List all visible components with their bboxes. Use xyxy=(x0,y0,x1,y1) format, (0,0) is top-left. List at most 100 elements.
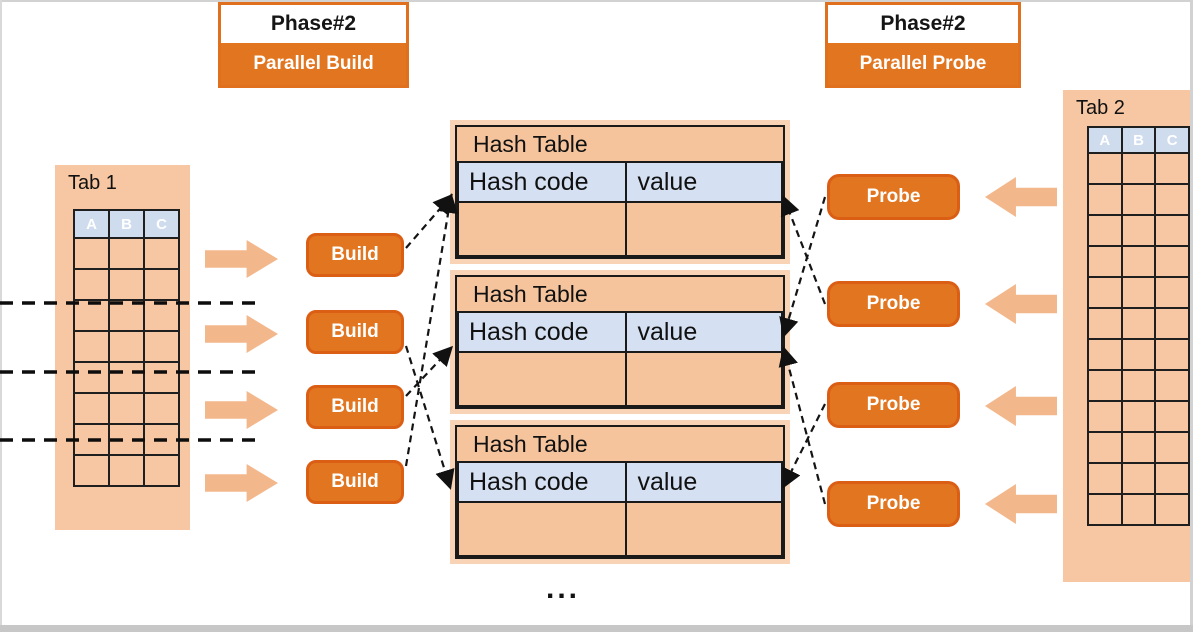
flow-arrow-left-icon xyxy=(985,177,1057,217)
hash-table-2-grid: Hash code value xyxy=(456,311,783,407)
table-cell xyxy=(1154,276,1190,309)
table-cell xyxy=(108,361,145,394)
hash-table-1-title: Hash Table xyxy=(473,130,588,157)
table-cell xyxy=(1154,400,1190,433)
table-cell xyxy=(1154,338,1190,371)
table-row xyxy=(73,299,180,332)
table-cell xyxy=(1154,462,1190,495)
column-header: C xyxy=(1154,126,1190,154)
table-cell xyxy=(1087,152,1123,185)
decorative-border xyxy=(0,0,2,632)
table-cell xyxy=(1120,462,1157,495)
table-cell xyxy=(143,268,180,301)
hash-table-1-grid: Hash code value xyxy=(456,161,783,257)
probe-button-1: Probe xyxy=(827,174,960,220)
table-cell xyxy=(143,423,180,456)
table-cell xyxy=(143,454,180,487)
column-header: B xyxy=(1120,126,1157,154)
column-header: C xyxy=(143,209,180,239)
probe-button-2: Probe xyxy=(827,281,960,327)
table-cell xyxy=(143,392,180,425)
table-row xyxy=(1087,431,1190,464)
hash-table-3-title: Hash Table xyxy=(473,430,588,457)
table-cell xyxy=(1120,369,1157,402)
flow-arrow-left-icon xyxy=(985,284,1057,324)
build-button-4: Build xyxy=(306,460,404,504)
table-row xyxy=(1087,214,1190,247)
table-cell xyxy=(1087,462,1123,495)
table-cell xyxy=(73,237,110,270)
phase-probe-box: Phase#2 Parallel Probe xyxy=(825,2,1021,88)
table-cell xyxy=(456,501,628,557)
connector-probe-3-to-ht3-right xyxy=(782,403,826,489)
table-cell xyxy=(1087,369,1123,402)
table-row xyxy=(1087,493,1190,526)
decorative-border xyxy=(1190,0,1193,632)
phase-probe-label: Parallel Probe xyxy=(828,43,1018,85)
table-cell xyxy=(108,330,145,363)
table-cell xyxy=(143,299,180,332)
table-cell xyxy=(1087,431,1123,464)
column-header: B xyxy=(108,209,145,239)
table-row xyxy=(73,361,180,394)
table-cell xyxy=(108,268,145,301)
phase-probe-title: Phase#2 xyxy=(828,5,1018,43)
table-row xyxy=(1087,369,1190,402)
table-row xyxy=(73,454,180,487)
hash-code-header: Hash code xyxy=(456,161,628,203)
table-row xyxy=(1087,462,1190,495)
column-header: A xyxy=(73,209,110,239)
table-cell xyxy=(1154,183,1190,216)
table-cell xyxy=(108,299,145,332)
connector-probe-2-to-ht1-right xyxy=(780,195,827,305)
table-cell xyxy=(108,423,145,456)
probe-button-4: Probe xyxy=(827,481,960,527)
table-row xyxy=(73,392,180,425)
table-cell xyxy=(1087,183,1123,216)
connector-probe-4-to-ht2-right-lower xyxy=(778,346,827,505)
flow-arrow-right-icon xyxy=(205,240,278,278)
hash-table-3: Hash Table Hash code value xyxy=(450,420,790,564)
table-cell xyxy=(73,392,110,425)
table-cell xyxy=(1087,493,1123,526)
table-cell xyxy=(1087,214,1123,247)
build-button-3: Build xyxy=(306,385,404,429)
table-cell xyxy=(1120,152,1157,185)
connector-build-4-to-ht1-left xyxy=(404,193,458,467)
hash-code-header: Hash code xyxy=(456,461,628,503)
table-cell xyxy=(143,330,180,363)
table-cell xyxy=(73,330,110,363)
flow-arrow-right-icon xyxy=(205,315,278,353)
hash-table-row xyxy=(456,201,783,257)
table-cell xyxy=(1087,338,1123,371)
table-cell xyxy=(108,392,145,425)
flow-arrow-left-icon xyxy=(985,386,1057,426)
table-row xyxy=(73,330,180,363)
table-row xyxy=(1087,276,1190,309)
flow-arrow-left-icon xyxy=(985,484,1057,524)
tab2-title: Tab 2 xyxy=(1076,97,1125,119)
table-cell xyxy=(1120,245,1157,278)
table-cell xyxy=(108,237,145,270)
table-row xyxy=(73,268,180,301)
hash-table-2-title: Hash Table xyxy=(473,280,588,307)
value-header: value xyxy=(625,161,783,203)
value-header: value xyxy=(625,311,783,353)
table-row xyxy=(1087,183,1190,216)
hash-code-header: Hash code xyxy=(456,311,628,353)
flow-arrow-right-icon xyxy=(205,464,278,502)
decorative-border xyxy=(0,0,1193,2)
table-row xyxy=(1087,152,1190,185)
flow-arrow-right-icon xyxy=(205,391,278,429)
hash-table-2: Hash Table Hash code value xyxy=(450,270,790,414)
table-cell xyxy=(1087,245,1123,278)
table-row xyxy=(1087,307,1190,340)
decorative-border xyxy=(0,625,1193,632)
table-cell xyxy=(1154,431,1190,464)
table-cell xyxy=(73,299,110,332)
